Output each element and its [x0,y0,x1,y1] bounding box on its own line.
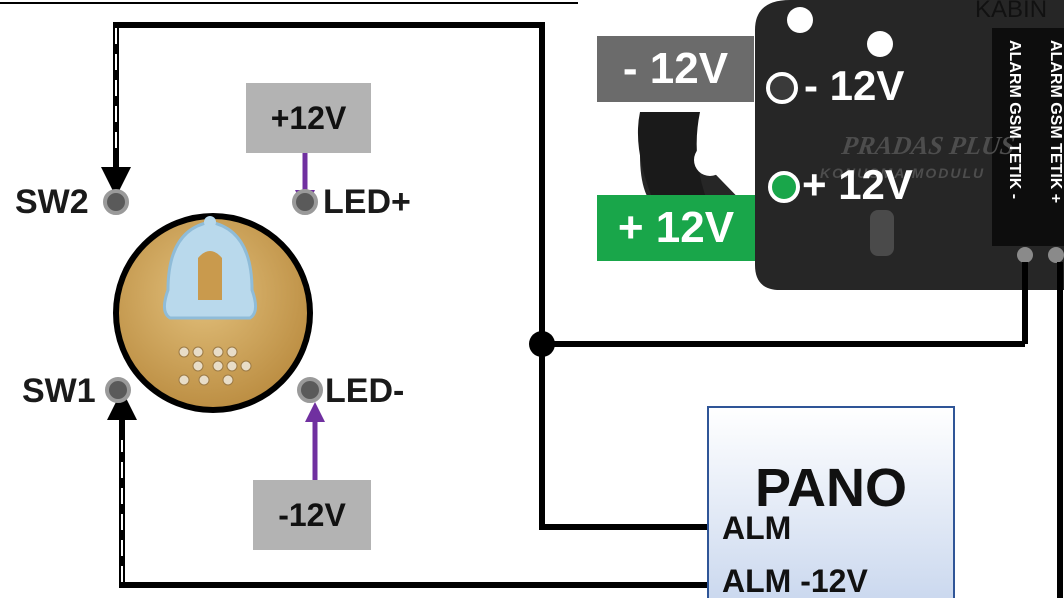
wire-sw1-to-alm-minus [119,420,708,588]
pano-panel-box [707,406,955,598]
terminal-sw1 [105,377,131,403]
positive-supply-badge: + 12V [597,195,755,261]
led-plus-label: LED+ [323,183,411,221]
plus12v-supply-text: +12V [270,99,347,136]
minus12v-supply-text: -12V [278,496,346,533]
module-subtitle-text: KONUSMA MODULU [820,165,986,181]
bell-braille-button-icon [113,213,313,413]
cabin-label: KABIN [975,0,1048,23]
plus12v-supply-box: +12V [246,83,371,153]
minus12v-supply-box: -12V [253,480,371,550]
led-minus-label: LED- [325,372,405,410]
strip-label-trigger-plus: ALARM GSM TETIK + [1047,40,1064,204]
sw1-label: SW1 [22,372,96,410]
pradas-module-body [637,0,1064,290]
module-positive-terminal-label: + 12V [802,161,913,208]
terminal-led-minus [297,377,323,403]
module-terminal-positive [768,171,800,203]
module-brand-text: PRADAS PLUS [840,131,1017,160]
negative-supply-badge: - 12V [597,36,754,102]
negative-supply-badge-text: - 12V [622,44,729,93]
module-terminal-negative [766,72,798,104]
sw2-label: SW2 [15,183,89,221]
pano-alm-minus-label: ALM -12V [722,563,868,598]
module-negative-terminal-label: - 12V [804,62,905,109]
terminal-led-plus [292,189,318,215]
terminal-sw2 [103,189,129,215]
strip-label-trigger-minus: ALARM GSM TETIK - [1006,40,1023,200]
pano-alm-label: ALM [722,510,792,546]
positive-supply-badge-text: + 12V [617,203,735,252]
pano-title: PANO [755,458,908,518]
wire-junction-dot [529,331,555,357]
